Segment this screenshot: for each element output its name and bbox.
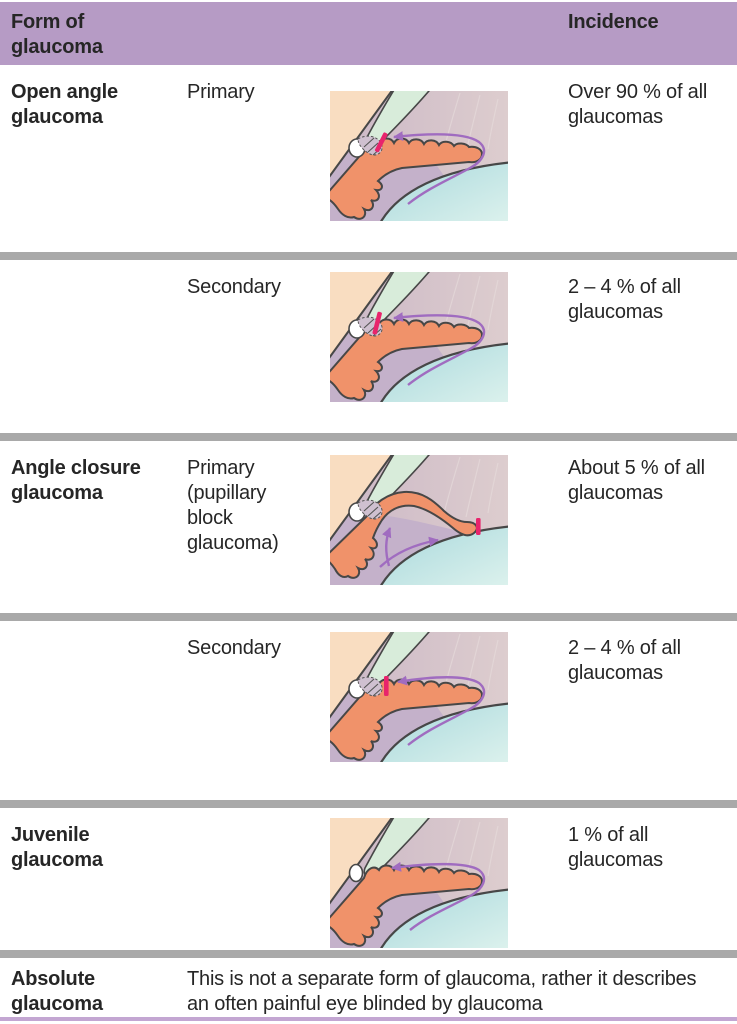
eye-angle-illustration xyxy=(330,91,508,221)
row-divider xyxy=(0,800,737,808)
form-cell: Angle closure glaucoma xyxy=(11,457,141,504)
eye-angle-illustration xyxy=(330,272,508,402)
subtype-cell: Secondary xyxy=(187,637,281,659)
table-row-absolute: Absolute glaucoma This is not a separate… xyxy=(0,958,737,1017)
row-divider xyxy=(0,950,737,958)
subtype-cell xyxy=(187,808,291,950)
eye-angle-illustration xyxy=(330,818,508,948)
header-incidence: Incidence xyxy=(568,11,659,33)
incidence-cell: 1 % of all glaucomas xyxy=(568,824,663,871)
incidence-cell: Over 90 % of all glaucomas xyxy=(568,81,708,128)
header-spacer xyxy=(330,2,568,65)
table-row-open-angle-secondary: Secondary 2 – 4 % of all glaucomas xyxy=(0,260,737,433)
incidence-cell: 2 – 4 % of all glaucomas xyxy=(568,276,681,323)
table-header: Form of glaucoma Incidence xyxy=(0,2,737,65)
form-cell: Absolute glaucoma xyxy=(11,968,103,1015)
subtype-cell: Primary (pupillary block glaucoma) xyxy=(187,457,279,554)
form-cell: Juvenile glaucoma xyxy=(11,824,103,871)
subtype-cell: Secondary xyxy=(187,276,281,298)
row-divider xyxy=(0,433,737,441)
bottom-rule xyxy=(0,1017,737,1021)
form-cell xyxy=(11,260,161,433)
eye-angle-illustration xyxy=(330,632,508,762)
table-row-angle-closure-secondary: Secondary 2 – 4 % of all glaucomas xyxy=(0,621,737,800)
row-divider xyxy=(0,613,737,621)
header-spacer xyxy=(187,2,330,65)
form-cell: Open angle glaucoma xyxy=(11,81,118,128)
table-row-juvenile: Juvenile glaucoma 1 % of all glaucomas xyxy=(0,808,737,950)
form-cell xyxy=(11,621,161,800)
subtype-cell: Primary xyxy=(187,81,255,103)
table-row-angle-closure-primary: Angle closure glaucoma Primary (pupillar… xyxy=(0,441,737,613)
row-divider xyxy=(0,252,737,260)
description-cell: This is not a separate form of glaucoma,… xyxy=(187,968,697,1015)
table-row-open-angle-primary: Open angle glaucoma Primary Over 90 % of… xyxy=(0,65,737,252)
incidence-cell: 2 – 4 % of all glaucomas xyxy=(568,637,681,684)
incidence-cell: About 5 % of all glaucomas xyxy=(568,457,705,504)
eye-angle-illustration xyxy=(330,455,508,585)
header-form-of-glaucoma: Form of glaucoma xyxy=(11,11,103,58)
